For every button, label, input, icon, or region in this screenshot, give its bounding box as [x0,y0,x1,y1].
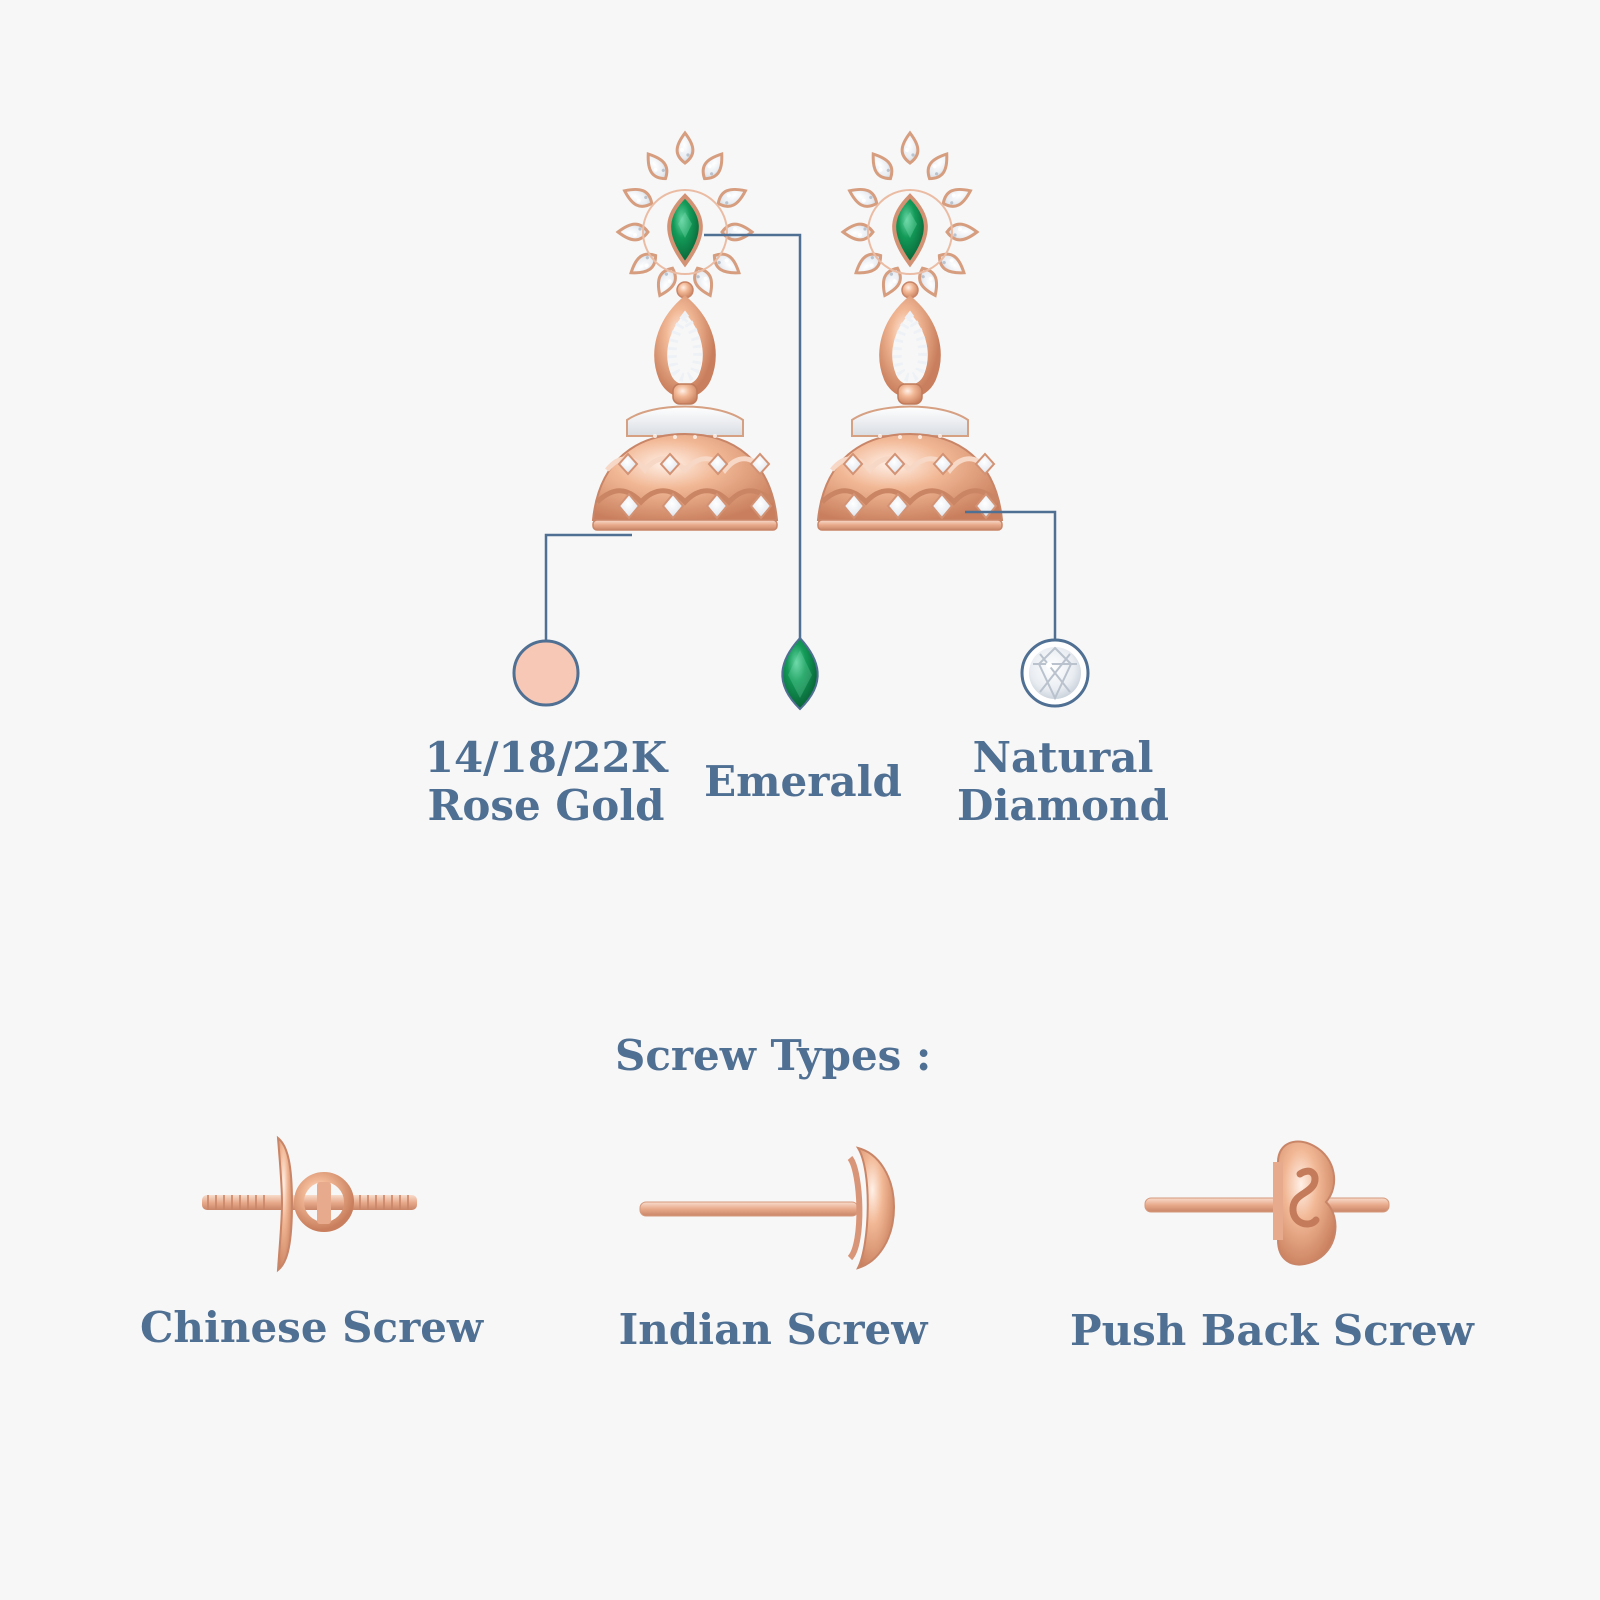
emerald-gem-icon [781,636,819,711]
rose-gold-line-1: 14/18/22K [424,733,668,782]
earring-right [818,133,1002,530]
diamond-line-1: Natural [972,733,1154,782]
screw-types-title: Screw Types : [615,1031,932,1080]
material-label-rose-gold: 14/18/22K Rose Gold [420,733,672,831]
push-back-screw-icon [1144,1140,1390,1266]
screw-label-indian: Indian Screw [618,1305,928,1354]
material-connectors [544,233,1057,642]
diamond-gem-icon [1020,638,1090,708]
screw-label-push-back: Push Back Screw [1070,1306,1474,1355]
rose-gold-swatch-icon [512,639,580,707]
earring-left [593,133,777,530]
indian-screw-icon [639,1146,896,1270]
diamond-line-2: Diamond [957,781,1169,831]
material-label-diamond: Natural Diamond [938,733,1188,831]
emerald-label: Emerald [704,757,902,806]
material-label-emerald: Emerald [698,757,908,806]
screw-label-chinese: Chinese Screw [140,1303,484,1352]
rose-gold-line-2: Rose Gold [427,781,665,831]
chinese-screw-icon [202,1135,417,1273]
